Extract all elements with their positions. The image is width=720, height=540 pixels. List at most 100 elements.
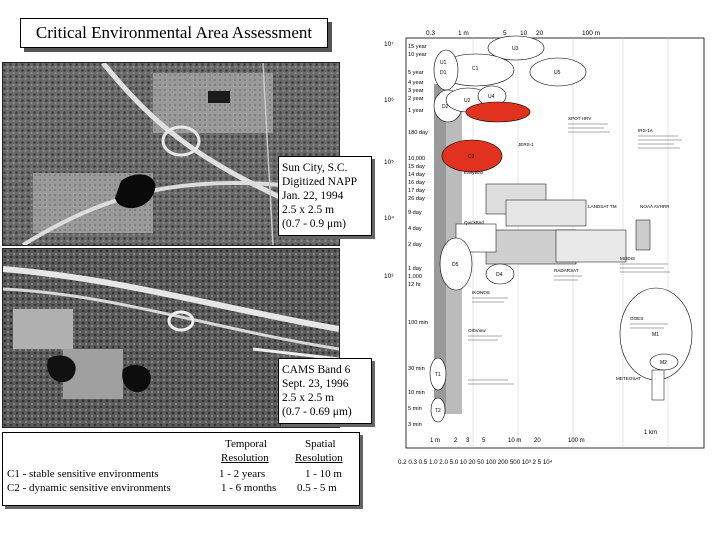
left-label: 10,000 xyxy=(408,156,425,162)
exp-label: 10⁵ xyxy=(384,159,394,166)
left-label: 1 day xyxy=(408,266,422,272)
caption-line: CAMS Band 6 xyxy=(282,364,351,376)
caption-napp-1994: Sun City, S.C. Digitized NAPP Jan. 22, 1… xyxy=(278,156,372,236)
exp-label: 10³ xyxy=(384,273,394,280)
sensor-label: JERS-1 xyxy=(518,142,534,147)
ellipse-label: T2 xyxy=(435,408,441,414)
sensor-label: QuickBird xyxy=(464,220,484,225)
caption-line: (0.7 - 0.9 μm) xyxy=(282,218,346,230)
ellipse-label: D1 xyxy=(440,70,447,76)
meteosat-block xyxy=(651,369,665,401)
bottom-scale-numbers: 0.2 0.3 0.5 1.0 2.0 5.0 10 20 50 100 200… xyxy=(398,459,553,466)
sensor-label: GOES xyxy=(630,316,643,321)
left-label: 180 day xyxy=(408,130,428,136)
left-label: 100 min xyxy=(408,320,428,326)
left-label: 10 min xyxy=(408,390,425,396)
left-label: 15 year xyxy=(408,44,427,50)
left-label: 30 min xyxy=(408,366,425,372)
sensor-label: IKONOS xyxy=(472,290,490,295)
exponent-labels: 10⁷ 10⁶ 10⁵ 10⁴ 10³ xyxy=(384,41,394,280)
caption-line: 2.5 x 2.5 m xyxy=(282,204,335,216)
spatial-header-sub: Resolution xyxy=(295,452,343,464)
left-label: 2 year xyxy=(408,96,424,102)
caption-line: Sun City, S.C. xyxy=(282,162,348,174)
ellipse-t2 xyxy=(430,397,446,423)
temporal-header-sub: Resolution xyxy=(221,452,269,464)
sensor-label: OrbView xyxy=(468,328,486,333)
row-label-c1: C1 - stable sensitive environments xyxy=(7,468,159,480)
exp-label: 10⁶ xyxy=(384,97,394,104)
exp-label: 10⁷ xyxy=(384,41,394,48)
bottom-tick: 3 xyxy=(466,438,470,444)
ellipse-d5 xyxy=(439,237,473,291)
ellipse-u3 xyxy=(487,35,545,61)
bottom-tick: 1 km xyxy=(644,430,657,436)
top-tick: 5 xyxy=(503,30,507,37)
bottom-tick: 20 xyxy=(534,438,541,444)
top-tick: 20 xyxy=(536,30,544,37)
row-spatial-c1: 1 - 10 m xyxy=(305,468,342,480)
ellipse-labels: U1 D1 D2 U2 U3 C1 U4 U5 D5 C2 M1 M2 D4 T… xyxy=(435,46,667,414)
ellipse-label: D5 xyxy=(452,262,459,268)
ellipse-label: M2 xyxy=(660,360,667,366)
sensor-label: IRS-1A xyxy=(638,128,654,133)
ellipse-label: U4 xyxy=(488,94,495,100)
left-label: 2 day xyxy=(408,242,422,248)
top-tick: 100 m xyxy=(582,30,600,37)
ellipse-label: D2 xyxy=(442,104,449,110)
left-label: 5 year xyxy=(408,70,424,76)
ellipse-label: C1 xyxy=(472,66,479,72)
bottom-tick: 10 m xyxy=(508,438,521,444)
left-label: 4 year xyxy=(408,80,424,86)
ikonos-bar xyxy=(434,84,446,414)
noaa-block xyxy=(635,219,651,251)
sensor-label: METEOSAT xyxy=(616,376,641,381)
ellipse-m5 xyxy=(485,263,515,285)
aerial-photo-cams-1996 xyxy=(2,248,340,428)
spatial-header: Spatial xyxy=(305,438,336,450)
left-label: 4 day xyxy=(408,226,422,232)
caption-line: Sept. 23, 1996 xyxy=(282,378,349,390)
ellipse-label: D4 xyxy=(496,272,503,278)
left-label: 16 day xyxy=(408,180,425,186)
bottom-tick: 100 m xyxy=(568,438,585,444)
irs-block xyxy=(505,199,587,227)
left-label: 10 year xyxy=(408,52,427,58)
ellipse-u1 xyxy=(529,57,587,87)
sensor-labels: SPOT HRV JERS-1 IRS-1A LANDSAT TM NOAA A… xyxy=(464,116,670,381)
left-label: 3 min xyxy=(408,422,422,428)
bottom-tick-labels: 1 m 2 3 5 10 m 20 100 m 1 km xyxy=(430,430,657,444)
caption-line: Jan. 22, 1994 xyxy=(282,190,344,202)
caption-line: Digitized NAPP xyxy=(282,176,358,188)
left-label: 5 min xyxy=(408,406,422,412)
top-tick: 0.3 xyxy=(426,30,435,37)
sensor-label: SPOT HRV xyxy=(568,116,592,121)
ellipse-c2-red xyxy=(441,139,503,173)
sensor-label: LANDSAT TM xyxy=(588,204,617,209)
ellipse-label: U3 xyxy=(512,46,519,52)
left-label: 17 day xyxy=(408,188,425,194)
annotation-lines xyxy=(468,123,682,385)
bottom-tick: 2 xyxy=(454,438,458,444)
left-label: 9 day xyxy=(408,210,422,216)
sensor-label: MODIS xyxy=(620,256,635,261)
sensor-label: EarlyBird xyxy=(464,170,483,175)
left-label: 12 hr xyxy=(408,282,421,288)
resolution-summary-table: Temporal Resolution Spatial Resolution C… xyxy=(2,432,360,506)
sensor-label: RADARSAT xyxy=(554,268,579,273)
ellipse-label: M1 xyxy=(652,332,659,338)
left-label: 14 day xyxy=(408,172,425,178)
page-title: Critical Environmental Area Assessment xyxy=(20,18,328,48)
caption-cams-1996: CAMS Band 6 Sept. 23, 1996 2.5 x 2.5 m (… xyxy=(278,358,372,424)
sensor-resolution-diagram: 0.3 1 m 5 10 20 100 m 10⁷ 10⁶ 10⁵ 10⁴ 10… xyxy=(368,24,718,484)
top-tick: 1 m xyxy=(458,30,469,37)
sensor-label: NOAA AVHRR xyxy=(640,204,670,209)
ellipse-label: C2 xyxy=(468,154,475,160)
ellipse-label: T1 xyxy=(435,372,441,378)
caption-line: (0.7 - 0.69 μm) xyxy=(282,406,352,418)
temporal-header: Temporal xyxy=(225,438,267,450)
left-label: 26 day xyxy=(408,196,425,202)
row-spatial-c2: 0.5 - 5 m xyxy=(297,482,337,494)
ellipse-c1-red xyxy=(465,101,531,123)
ellipse-label: U1 xyxy=(440,60,447,66)
